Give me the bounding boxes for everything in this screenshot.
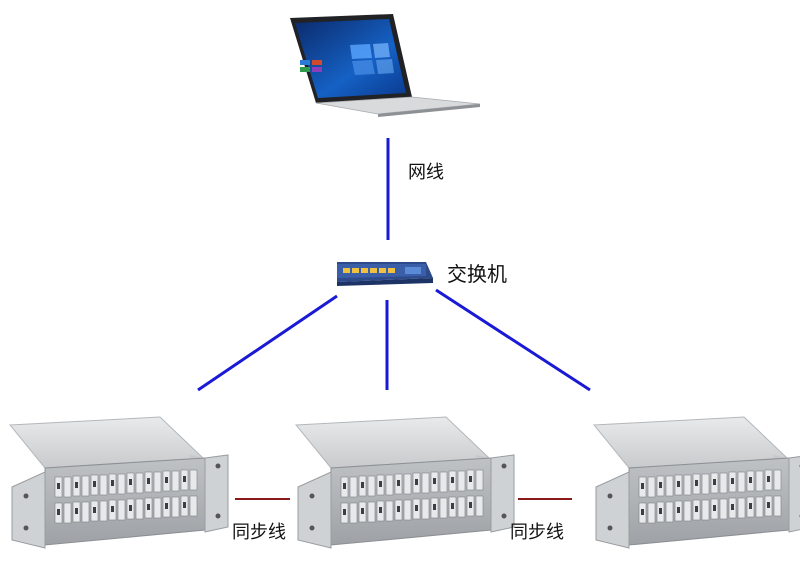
switch-label: 交换机 bbox=[447, 262, 507, 286]
rack-chassis-icon bbox=[593, 416, 800, 549]
link-switch-chassis-right bbox=[435, 288, 591, 392]
rack-chassis-icon bbox=[9, 416, 229, 549]
laptop-icon bbox=[290, 14, 481, 117]
sync-cable-label: 同步线 bbox=[232, 522, 286, 543]
network-cable-label: 网线 bbox=[408, 162, 444, 183]
network-links bbox=[197, 138, 591, 392]
link-switch-chassis-left bbox=[197, 294, 338, 392]
network-switch-icon bbox=[337, 262, 433, 286]
rack-chassis-icon bbox=[295, 416, 515, 549]
sync-cable-label: 同步线 bbox=[510, 522, 564, 543]
